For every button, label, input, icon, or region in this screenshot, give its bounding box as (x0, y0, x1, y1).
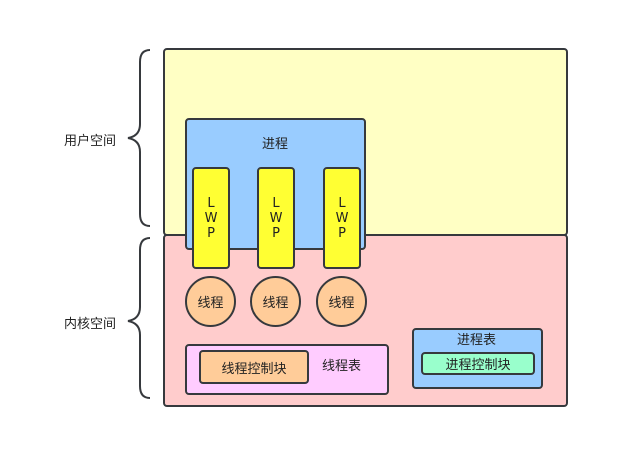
lwp-box: L W P (257, 167, 295, 269)
kernel-space-brace (127, 237, 151, 399)
lwp-letter: L (272, 195, 280, 211)
lwp-letter: P (338, 225, 346, 241)
lwp-letter: W (335, 210, 349, 226)
thread-circle: 线程 (250, 276, 301, 327)
process-label: 进程 (262, 137, 289, 152)
process-control-block: 进程控制块 (421, 352, 535, 375)
lwp-letter: P (272, 225, 280, 241)
user-space-label: 用户空间 (64, 134, 117, 149)
process-table-label: 进程表 (457, 333, 497, 348)
thread-control-block: 线程控制块 (199, 350, 309, 384)
lwp-letter: P (207, 225, 215, 241)
user-space-brace (127, 49, 151, 227)
lwp-box: L W P (323, 167, 361, 269)
kernel-space-label: 内核空间 (64, 317, 117, 332)
thread-circle: 线程 (316, 276, 367, 327)
lwp-letter: L (207, 195, 215, 211)
thread-circle: 线程 (185, 276, 236, 327)
lwp-letter: W (204, 210, 218, 226)
thread-table-label: 线程表 (322, 359, 362, 374)
lwp-letter: W (269, 210, 283, 226)
lwp-box: L W P (192, 167, 230, 269)
lwp-letter: L (338, 195, 346, 211)
